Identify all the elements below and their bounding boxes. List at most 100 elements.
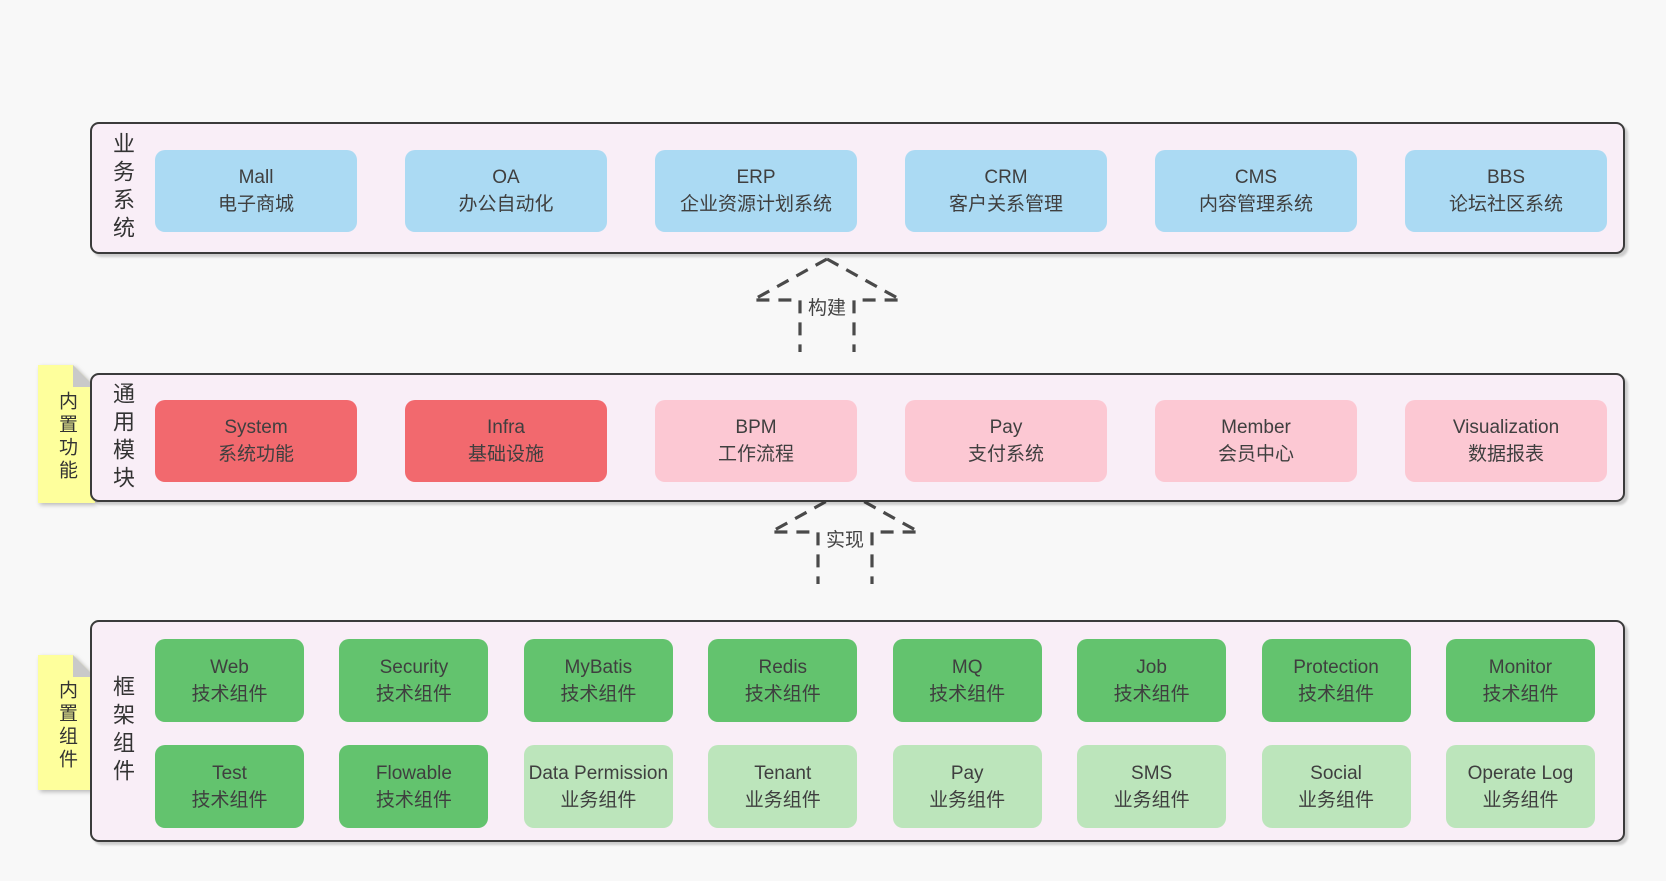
- arrow-build: 构建: [750, 256, 904, 352]
- section-business-systems: 业务系统 Mall 电子商城 OA 办公自动化 ERP 企业资源计划系统 CRM…: [90, 122, 1625, 254]
- box-subtitle: 技术组件: [1482, 683, 1559, 705]
- diagram-box-web: Web 技术组件: [155, 639, 304, 722]
- box-subtitle: 企业资源计划系统: [679, 194, 832, 215]
- box-subtitle: 技术组件: [560, 683, 637, 705]
- box-subtitle: 系统功能: [217, 444, 294, 465]
- box-title: Web: [210, 656, 249, 678]
- box-subtitle: 业务组件: [1113, 789, 1190, 811]
- section-row: System 系统功能 Infra 基础设施 BPM 工作流程 Pay 支付系统…: [155, 400, 1607, 482]
- box-subtitle: 论坛社区系统: [1448, 194, 1563, 215]
- diagram-box-tenant: Tenant 业务组件: [708, 745, 858, 828]
- diagram-box-protection: Protection 技术组件: [1261, 639, 1411, 722]
- box-title: Redis: [758, 656, 808, 678]
- diagram-box-mybatis: MyBatis 技术组件: [523, 639, 673, 722]
- box-title: OA: [492, 167, 520, 188]
- box-title: System: [224, 417, 288, 438]
- box-subtitle: 业务组件: [1482, 789, 1559, 811]
- box-title: Infra: [486, 417, 526, 438]
- box-subtitle: 会员中心: [1217, 444, 1294, 465]
- box-subtitle: 业务组件: [1298, 789, 1375, 811]
- diagram-box-member: Member 会员中心: [1155, 400, 1357, 482]
- box-title: ERP: [736, 167, 776, 188]
- diagram-box-mq: MQ 技术组件: [892, 639, 1042, 722]
- diagram-box-bpm: BPM 工作流程: [655, 400, 857, 482]
- box-subtitle: 技术组件: [744, 683, 821, 705]
- note-label: 内置功能: [56, 391, 77, 483]
- box-title: Data Permission: [528, 762, 669, 784]
- box-title: CMS: [1234, 167, 1278, 188]
- diagram-box-oa: OA 办公自动化: [405, 150, 607, 232]
- sticky-note: 内置功能: [38, 365, 95, 503]
- box-subtitle: 技术组件: [191, 789, 268, 811]
- box-subtitle: 客户关系管理: [948, 194, 1063, 215]
- up-arrow-icon: [750, 257, 904, 352]
- box-subtitle: 支付系统: [967, 444, 1044, 465]
- diagram-box-bbs: BBS 论坛社区系统: [1405, 150, 1607, 232]
- box-subtitle: 工作流程: [717, 444, 794, 465]
- box-title: BBS: [1486, 167, 1526, 188]
- box-title: SMS: [1131, 762, 1173, 784]
- diagram-box-erp: ERP 企业资源计划系统: [655, 150, 857, 232]
- section-row: Mall 电子商城 OA 办公自动化 ERP 企业资源计划系统 CRM 客户关系…: [155, 150, 1607, 232]
- box-title: Test: [212, 762, 247, 784]
- diagram-box-operate-log: Operate Log 业务组件: [1445, 745, 1595, 828]
- diagram-box-redis: Redis 技术组件: [708, 639, 858, 722]
- box-subtitle: 基础设施: [467, 444, 544, 465]
- box-title: Protection: [1293, 656, 1379, 678]
- box-title: Pay: [950, 762, 984, 784]
- box-subtitle: 办公自动化: [458, 194, 554, 215]
- box-subtitle: 技术组件: [929, 683, 1006, 705]
- box-title: Flowable: [375, 762, 452, 784]
- section-row: Web 技术组件 Security 技术组件 MyBatis 技术组件 Redi…: [155, 639, 1595, 722]
- section-modules-label: 通用模块: [110, 381, 135, 494]
- diagram-box-flowable: Flowable 技术组件: [339, 745, 489, 828]
- box-subtitle: 技术组件: [1298, 683, 1375, 705]
- box-title: Monitor: [1488, 656, 1553, 678]
- diagram-box-social: Social 业务组件: [1261, 745, 1411, 828]
- box-subtitle: 业务组件: [560, 789, 637, 811]
- diagram-box-system: System 系统功能: [155, 400, 357, 482]
- arrow-implement: 实现: [768, 488, 922, 584]
- diagram-box-pay: Pay 支付系统: [905, 400, 1107, 482]
- box-subtitle: 电子商城: [217, 194, 294, 215]
- section-common-modules: 通用模块 System 系统功能 Infra 基础设施 BPM 工作流程 Pay…: [90, 373, 1625, 502]
- diagram-box-infra: Infra 基础设施: [405, 400, 607, 482]
- diagram-box-visualization: Visualization 数据报表: [1405, 400, 1607, 482]
- box-title: MyBatis: [564, 656, 633, 678]
- diagram-box-cms: CMS 内容管理系统: [1155, 150, 1357, 232]
- box-title: Operate Log: [1467, 762, 1574, 784]
- box-title: Social: [1310, 762, 1362, 784]
- box-subtitle: 技术组件: [1113, 683, 1190, 705]
- diagram-box-security: Security 技术组件: [339, 639, 489, 722]
- box-title: Pay: [989, 417, 1023, 438]
- box-subtitle: 内容管理系统: [1198, 194, 1313, 215]
- box-title: CRM: [984, 167, 1028, 188]
- diagram-box-pay-business: Pay 业务组件: [892, 745, 1042, 828]
- box-title: Mall: [238, 167, 274, 188]
- diagram-box-sms: SMS 业务组件: [1077, 745, 1227, 828]
- sticky-note: 内置组件: [38, 655, 95, 790]
- box-subtitle: 技术组件: [375, 789, 452, 811]
- note-label: 内置组件: [56, 679, 77, 772]
- diagram-box-mall: Mall 电子商城: [155, 150, 357, 232]
- box-title: Member: [1221, 417, 1291, 438]
- diagram-box-test: Test 技术组件: [155, 745, 304, 828]
- box-subtitle: 业务组件: [929, 789, 1006, 811]
- box-title: Job: [1136, 656, 1167, 678]
- arrow-build-label: 构建: [804, 292, 850, 321]
- box-title: BPM: [735, 417, 777, 438]
- box-title: Visualization: [1452, 417, 1560, 438]
- note-built-in-components: 内置组件: [38, 655, 95, 790]
- section-business-label: 业务系统: [110, 132, 135, 244]
- diagram-box-crm: CRM 客户关系管理: [905, 150, 1107, 232]
- box-subtitle: 技术组件: [375, 683, 452, 705]
- section-framework-components: 框架组件 Web 技术组件 Security 技术组件 MyBatis 技术组件…: [90, 620, 1625, 842]
- arrow-implement-label: 实现: [822, 524, 868, 553]
- box-title: Tenant: [754, 762, 812, 784]
- box-subtitle: 业务组件: [744, 789, 821, 811]
- section-row: Test 技术组件 Flowable 技术组件 Data Permission …: [155, 745, 1595, 828]
- up-arrow-icon: [768, 489, 922, 584]
- diagram-box-job: Job 技术组件: [1077, 639, 1227, 722]
- section-components-label: 框架组件: [110, 675, 135, 787]
- note-built-in-functions: 内置功能: [38, 365, 95, 503]
